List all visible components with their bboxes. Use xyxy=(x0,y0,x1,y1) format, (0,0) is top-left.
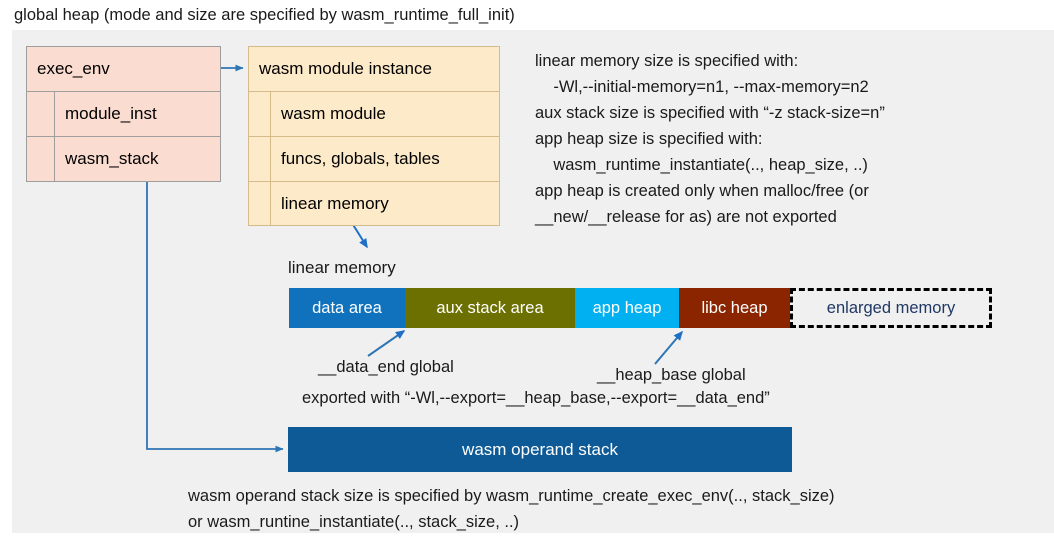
memory-segment-enlarged-memory: enlarged memory xyxy=(790,288,992,328)
annotation-heap-base: __heap_base global xyxy=(597,366,746,384)
wasm-operand-stack-bar: wasm operand stack xyxy=(288,427,792,472)
indent-spacer xyxy=(27,137,55,181)
indent-spacer xyxy=(249,92,271,136)
module-instance-row-funcs-globals-tables: funcs, globals, tables xyxy=(249,136,499,181)
memory-segment-libc-heap: libc heap xyxy=(679,288,790,328)
configuration-notes: linear memory size is specified with: -W… xyxy=(535,52,885,226)
memory-segment-app-heap: app heap xyxy=(575,288,679,328)
module-instance-header-row: wasm module instance xyxy=(249,47,499,91)
exec-env-title: exec_env xyxy=(37,59,110,78)
exec-env-box: exec_env module_inst wasm_stack xyxy=(26,46,221,182)
operand-stack-note: wasm operand stack size is specified by … xyxy=(188,487,835,531)
indent-spacer xyxy=(249,137,271,181)
indent-spacer xyxy=(27,92,55,136)
wasm-module-instance-box: wasm module instance wasm module funcs, … xyxy=(248,46,500,226)
module-instance-title: wasm module instance xyxy=(259,59,432,78)
exec-env-field-module-inst: module_inst xyxy=(65,104,157,123)
module-instance-field-wasm-module: wasm module xyxy=(281,104,386,123)
linear-memory-bar: data area aux stack area app heap libc h… xyxy=(289,288,992,328)
exec-env-header-row: exec_env xyxy=(27,47,220,91)
page-title: global heap (mode and size are specified… xyxy=(14,6,515,24)
module-instance-row-wasm-module: wasm module xyxy=(249,91,499,136)
annotation-exported-with: exported with “-Wl,--export=__heap_base,… xyxy=(302,389,770,407)
indent-spacer xyxy=(249,182,271,225)
exec-env-field-wasm-stack: wasm_stack xyxy=(65,149,159,168)
annotation-data-end: __data_end global xyxy=(318,358,454,376)
memory-segment-data-area: data area xyxy=(289,288,405,328)
module-instance-field-linear-memory: linear memory xyxy=(281,193,389,213)
module-instance-row-linear-memory: linear memory xyxy=(249,181,499,225)
exec-env-row-wasm-stack: wasm_stack xyxy=(27,136,220,181)
module-instance-field-funcs-globals-tables: funcs, globals, tables xyxy=(281,149,440,168)
linear-memory-label: linear memory xyxy=(288,258,396,277)
memory-segment-aux-stack-area: aux stack area xyxy=(405,288,575,328)
exec-env-row-module-inst: module_inst xyxy=(27,91,220,136)
